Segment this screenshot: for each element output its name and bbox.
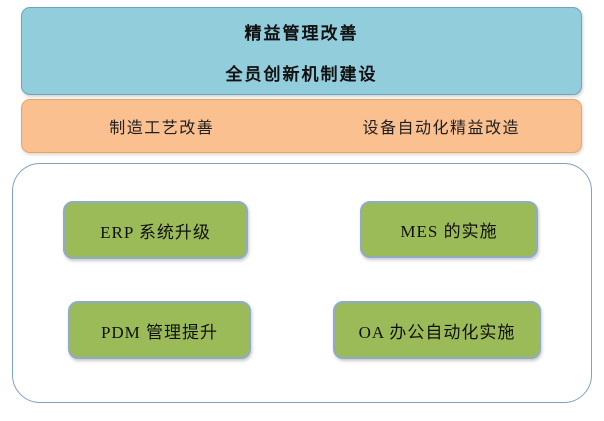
process-improvement-banner: 制造工艺改善 设备自动化精益改造 [21, 99, 582, 153]
oa-automation-label: OA 办公自动化实施 [358, 322, 516, 342]
pdm-improvement-label: PDM 管理提升 [100, 322, 219, 342]
mes-implementation-box: MES 的实施 [360, 201, 538, 258]
innovation-mechanism-label: 全员创新机制建设 [225, 65, 378, 84]
it-systems-panel: ERP 系统升级 MES 的实施 PDM 管理提升 OA 办公自动化实施 [12, 163, 592, 403]
equipment-automation-label: 设备自动化精益改造 [362, 120, 520, 137]
erp-upgrade-box: ERP 系统升级 [63, 201, 248, 259]
erp-upgrade-label: ERP 系统升级 [100, 222, 211, 242]
oa-automation-box: OA 办公自动化实施 [333, 301, 541, 359]
mes-implementation-label: MES 的实施 [400, 222, 498, 241]
lean-management-label: 精益管理改善 [244, 24, 359, 43]
pdm-improvement-box: PDM 管理提升 [68, 301, 251, 359]
lean-management-banner: 精益管理改善 全员创新机制建设 [21, 7, 582, 95]
manufacturing-process-label: 制造工艺改善 [109, 120, 215, 137]
